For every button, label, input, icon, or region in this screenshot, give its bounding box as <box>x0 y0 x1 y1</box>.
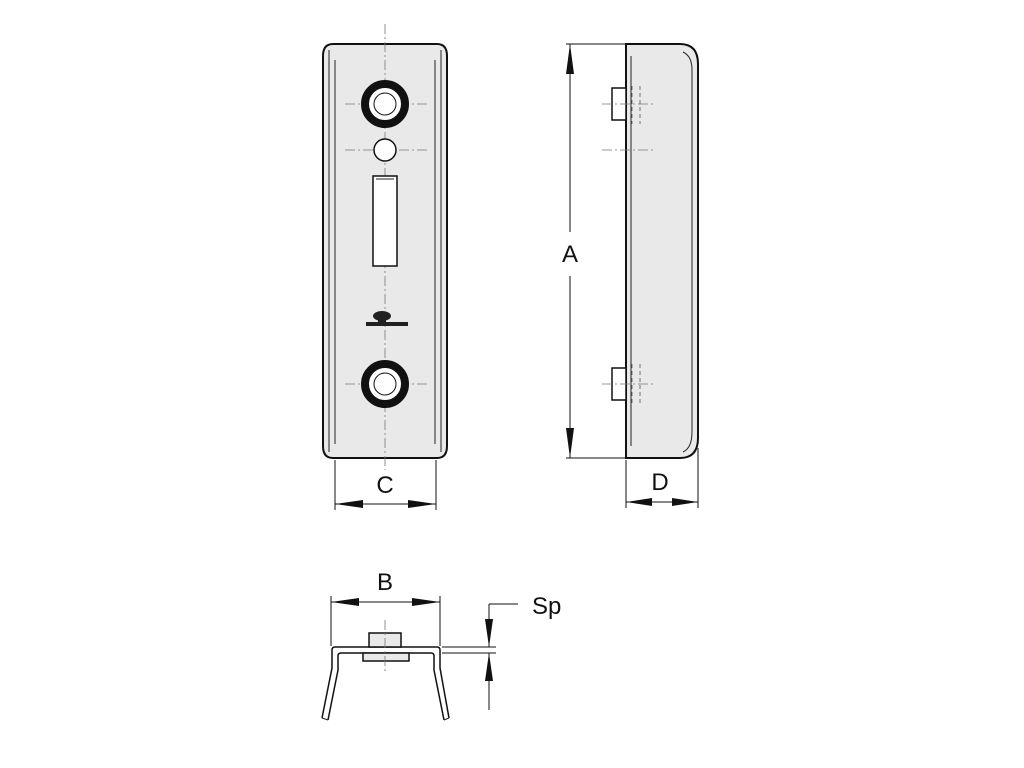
dimension-d: D <box>625 448 699 508</box>
dimension-b: B <box>330 569 441 646</box>
dimension-d-label: D <box>651 469 668 496</box>
latch-slot <box>372 175 398 267</box>
dimension-c-label: C <box>376 472 393 499</box>
dimension-sp-label: Sp <box>532 593 561 620</box>
side-top-pin <box>602 86 656 151</box>
front-view: C <box>322 24 448 510</box>
side-view: A D <box>562 43 699 508</box>
top-screw-hole <box>345 80 428 128</box>
dimension-c: C <box>334 460 437 510</box>
dimension-b-label: B <box>377 569 393 596</box>
side-bottom-pin <box>602 364 656 404</box>
bottom-screw-hole <box>345 360 428 408</box>
end-profile-inner <box>327 652 445 721</box>
dimension-a-label: A <box>562 241 578 268</box>
dimension-a: A <box>562 43 626 459</box>
side-plate-outline <box>625 43 699 459</box>
dimension-sp: Sp <box>442 593 561 710</box>
end-view: B Sp <box>321 569 561 721</box>
small-hole <box>345 138 428 162</box>
logo-mark-icon <box>366 311 408 326</box>
